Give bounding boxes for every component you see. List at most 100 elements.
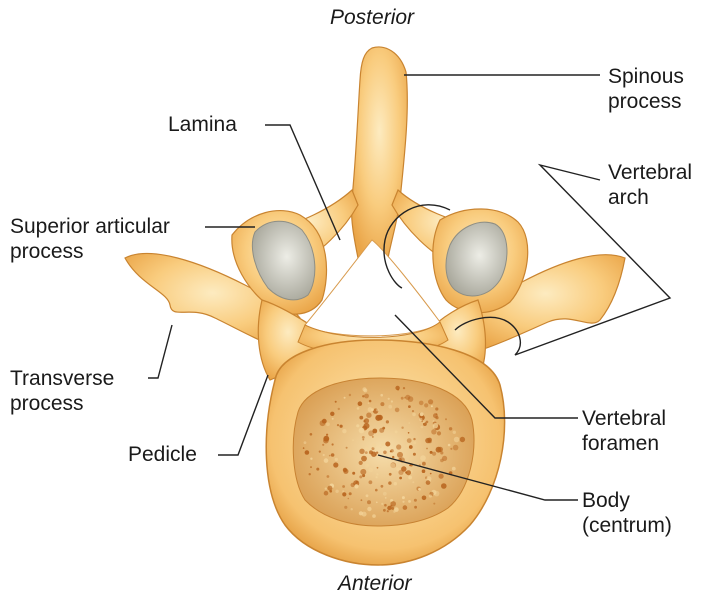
cancellous-speck: [359, 475, 362, 478]
cancellous-speck: [423, 421, 425, 423]
cancellous-speck: [376, 502, 378, 504]
cancellous-speck: [390, 463, 395, 468]
cancellous-speck: [342, 485, 345, 488]
cancellous-speck: [395, 408, 400, 413]
cancellous-speck: [377, 467, 379, 469]
cancellous-speck: [362, 512, 367, 517]
cancellous-speck: [349, 394, 351, 396]
cancellous-speck: [344, 397, 346, 399]
cancellous-speck: [390, 449, 393, 452]
cancellous-speck: [376, 473, 378, 475]
cancellous-speck: [408, 405, 411, 408]
cancellous-speck: [450, 448, 452, 450]
cancellous-speck: [421, 426, 424, 429]
cancellous-speck: [361, 499, 363, 501]
cancellous-speck: [360, 469, 366, 475]
cancellous-speck: [426, 448, 428, 450]
cancellous-speck: [449, 427, 452, 430]
cancellous-speck: [367, 500, 371, 504]
cancellous-speck: [344, 506, 347, 509]
cancellous-speck: [454, 437, 460, 443]
cancellous-speck: [349, 492, 352, 495]
cancellous-speck: [420, 412, 424, 416]
cancellous-speck: [332, 443, 334, 445]
cancellous-speck: [391, 400, 393, 402]
cancellous-speck: [369, 468, 374, 473]
label-foramen-line2: foramen: [582, 431, 666, 456]
cancellous-speck: [362, 395, 364, 397]
cancellous-speck: [388, 481, 391, 484]
cancellous-speck: [369, 400, 372, 403]
cancellous-speck: [408, 476, 412, 480]
cancellous-speck: [435, 407, 438, 410]
cancellous-speck: [409, 465, 411, 467]
cancellous-speck: [319, 451, 321, 453]
cancellous-speck: [372, 514, 376, 518]
cancellous-speck: [414, 499, 417, 502]
cancellous-speck: [412, 410, 414, 412]
cancellous-speck: [376, 476, 378, 478]
cancellous-speck: [380, 446, 382, 448]
cancellous-speck: [324, 491, 329, 496]
cancellous-speck: [383, 509, 386, 512]
cancellous-speck: [364, 389, 368, 393]
cancellous-speck: [351, 483, 355, 487]
cancellous-speck: [428, 399, 433, 404]
cancellous-speck: [460, 437, 465, 442]
cancellous-speck: [413, 441, 416, 444]
cancellous-speck: [402, 501, 404, 503]
cancellous-speck: [392, 456, 394, 458]
label-body-line2: (centrum): [582, 513, 672, 538]
cancellous-speck: [375, 489, 378, 492]
label-spinous-line2: process: [608, 89, 684, 114]
cancellous-speck: [407, 438, 412, 443]
cancellous-speck: [426, 480, 431, 485]
cancellous-speck: [340, 425, 343, 428]
cancellous-speck: [379, 428, 384, 433]
cancellous-speck: [398, 470, 403, 475]
cancellous-speck: [387, 506, 391, 510]
cancellous-speck: [338, 408, 340, 410]
label-body-line1: Body: [582, 488, 672, 513]
cancellous-speck: [420, 455, 426, 461]
cancellous-speck: [419, 418, 422, 421]
cancellous-speck: [343, 468, 347, 472]
label-superior-articular-process: Superior articular process: [10, 214, 170, 264]
cancellous-speck: [309, 473, 311, 475]
label-pedicle: Pedicle: [128, 442, 197, 467]
cancellous-speck: [365, 446, 369, 450]
cancellous-speck: [359, 449, 364, 454]
cancellous-speck: [304, 441, 307, 444]
cancellous-speck: [414, 506, 417, 509]
cancellous-speck: [441, 483, 447, 489]
cancellous-speck: [431, 405, 433, 407]
cancellous-speck: [352, 439, 354, 441]
cancellous-speck: [422, 462, 426, 466]
cancellous-speck: [388, 398, 390, 400]
cancellous-speck: [381, 443, 384, 446]
label-superior-line2: process: [10, 239, 170, 264]
cancellous-speck: [324, 458, 329, 463]
label-foramen-line1: Vertebral: [582, 406, 666, 431]
cancellous-speck: [445, 418, 447, 420]
cancellous-speck: [329, 455, 331, 457]
cancellous-speck: [376, 452, 378, 454]
cancellous-speck: [333, 462, 338, 467]
cancellous-speck: [335, 490, 338, 493]
cancellous-speck: [329, 490, 332, 493]
cancellous-speck: [327, 475, 330, 478]
cancellous-speck: [364, 418, 369, 423]
cancellous-speck: [325, 488, 327, 490]
cancellous-speck: [401, 397, 404, 400]
cancellous-speck: [372, 443, 376, 447]
cancellous-speck: [368, 402, 370, 404]
cancellous-speck: [394, 451, 396, 453]
label-superior-line1: Superior articular: [10, 214, 170, 239]
cancellous-speck: [342, 429, 346, 433]
cancellous-speck: [388, 405, 392, 409]
cancellous-speck: [390, 501, 396, 507]
cancellous-speck: [362, 436, 365, 439]
cancellous-speck: [380, 402, 384, 406]
cancellous-speck: [375, 415, 381, 421]
cancellous-speck: [395, 430, 398, 433]
